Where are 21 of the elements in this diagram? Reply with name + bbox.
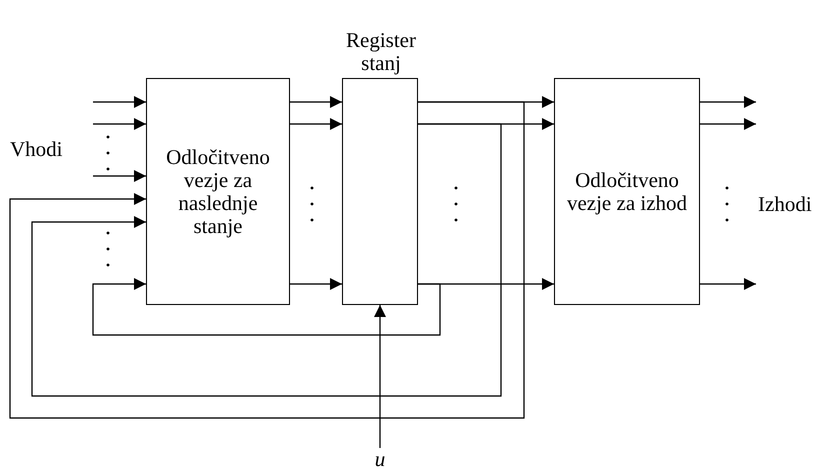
arrow xyxy=(374,305,386,448)
signal-label: u xyxy=(374,448,386,470)
logic-block xyxy=(554,78,700,305)
signal-group-label: Vhodi xyxy=(10,138,62,161)
signal-group-label: Izhodi xyxy=(758,193,812,216)
block-label: Odločitveno vezje za izhod xyxy=(566,168,688,214)
arrow xyxy=(700,278,756,290)
arrow xyxy=(290,278,342,290)
arrow xyxy=(700,118,756,130)
register-heading: Register stanj xyxy=(345,29,417,75)
logic-block xyxy=(146,78,290,305)
arrow xyxy=(92,278,441,336)
arrow xyxy=(93,96,146,108)
block-label: Odločitveno vezje za naslednje stanje xyxy=(165,146,271,238)
arrow xyxy=(700,96,756,108)
arrow xyxy=(290,96,342,108)
arrow xyxy=(31,123,502,397)
arrow xyxy=(290,118,342,130)
arrow xyxy=(93,118,146,130)
arrow xyxy=(9,101,525,419)
arrow xyxy=(93,170,146,182)
